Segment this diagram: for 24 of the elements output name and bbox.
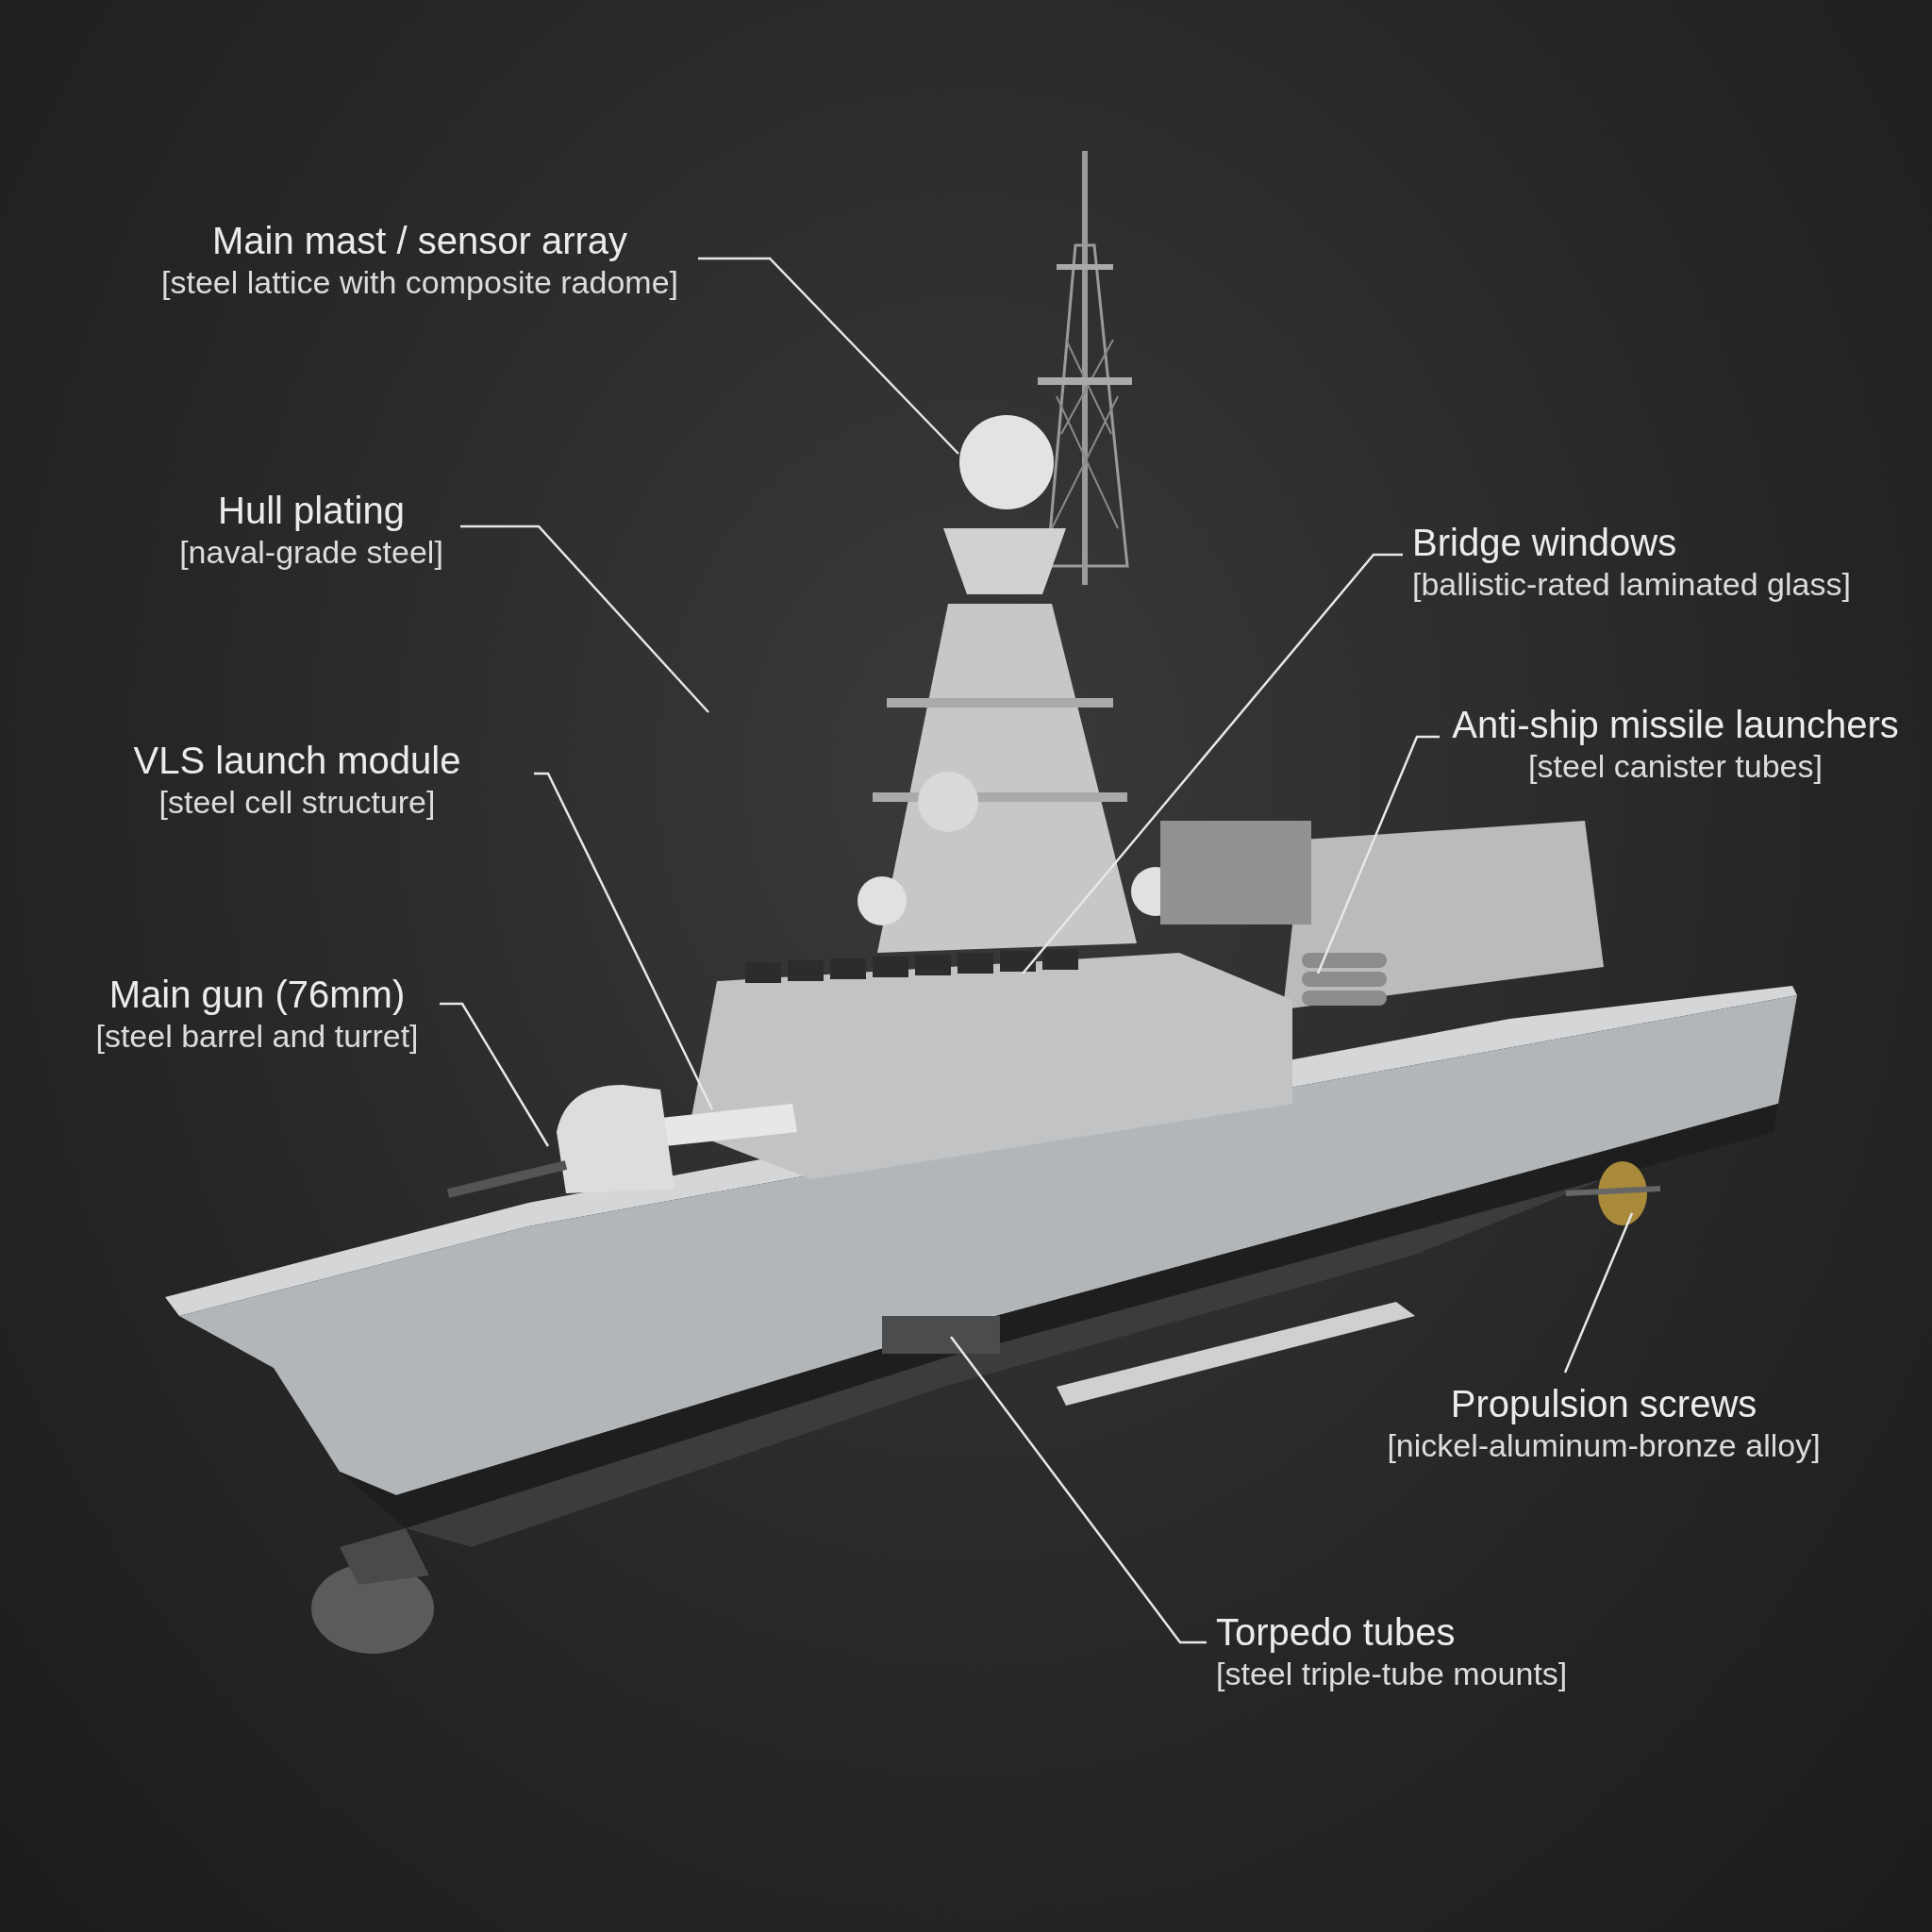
callout-title: Main gun (76mm): [108, 973, 407, 1016]
material-note: [nickel-aluminum-bronze alloy]: [1387, 1426, 1821, 1465]
leader-line: [1316, 735, 1440, 974]
callout-title: Hull plating: [217, 489, 406, 532]
leader-line: [1563, 1212, 1634, 1374]
leader-line: [440, 1002, 550, 1147]
leader-line: [950, 1336, 1207, 1644]
callout-title: Main mast / sensor array: [210, 219, 629, 262]
material-note: [steel triple-tube mounts]: [1216, 1655, 1569, 1693]
material-note: [ballistic-rated laminated glass]: [1412, 565, 1852, 604]
leader-line: [698, 257, 959, 455]
leader-line: [1022, 553, 1403, 974]
material-note: [steel lattice with composite radome]: [160, 263, 679, 302]
material-note: [steel cell structure]: [158, 783, 437, 822]
callout-title: Torpedo tubes: [1216, 1610, 1457, 1654]
callout-title: VLS launch module: [132, 739, 462, 782]
leader-line: [460, 525, 709, 713]
leader-line: [534, 772, 714, 1110]
material-note: [naval-grade steel]: [178, 533, 444, 572]
callout-title: Bridge windows: [1412, 521, 1678, 564]
material-note: [steel canister tubes]: [1527, 747, 1824, 786]
callout-title: Anti-ship missile launchers: [1451, 703, 1900, 746]
material-note: [steel barrel and turret]: [94, 1017, 420, 1056]
callout-title: Propulsion screws: [1449, 1382, 1758, 1425]
